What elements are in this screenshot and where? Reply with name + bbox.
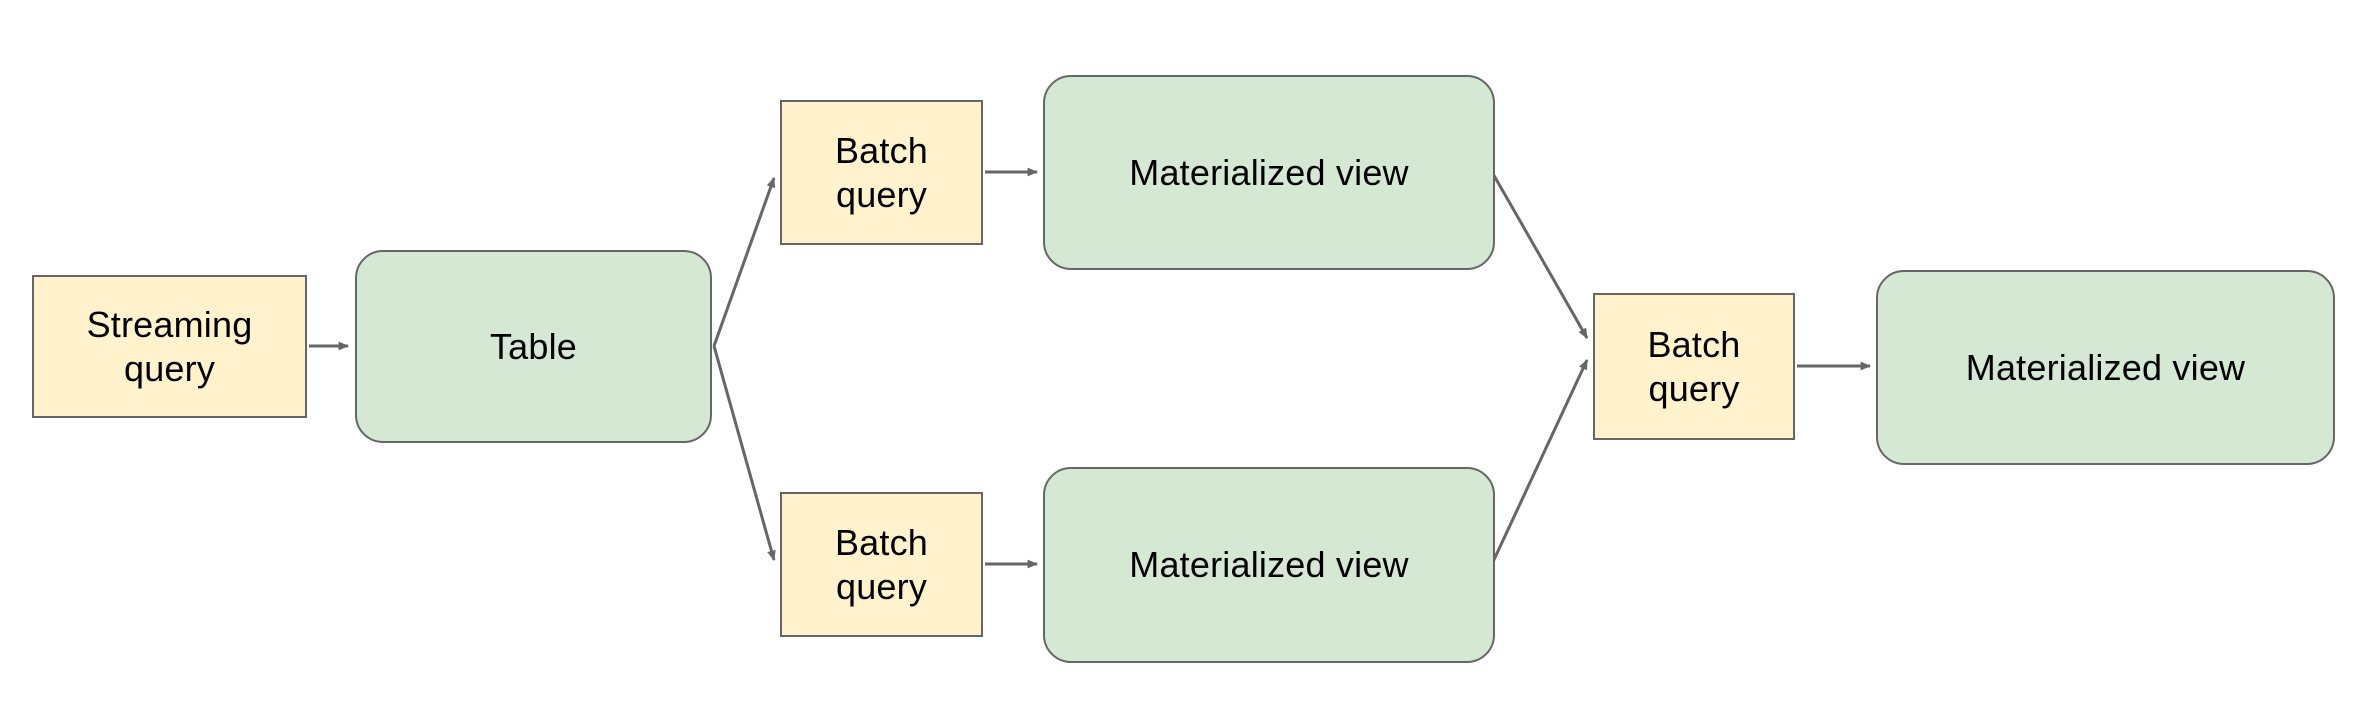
node-materialized-view-bottom[interactable]: Materialized view bbox=[1043, 467, 1495, 663]
node-label-materialized-view-bottom: Materialized view bbox=[1129, 544, 1409, 586]
node-label-materialized-view-top: Materialized view bbox=[1129, 151, 1409, 193]
edge-table-to-batch-bottom bbox=[712, 345, 776, 561]
node-batch-query-bottom[interactable]: Batch query bbox=[780, 492, 983, 637]
node-label-table: Table bbox=[489, 325, 578, 367]
node-label-batch-query-bottom: Batch query bbox=[834, 521, 929, 607]
node-label-batch-query-top: Batch query bbox=[834, 129, 929, 215]
node-materialized-view-top[interactable]: Materialized view bbox=[1043, 75, 1495, 270]
node-label-materialized-view-right: Materialized view bbox=[1965, 346, 2246, 388]
node-batch-query-right[interactable]: Batch query bbox=[1593, 293, 1795, 440]
node-label-batch-query-right: Batch query bbox=[1647, 323, 1741, 409]
edge-table-to-batch-top bbox=[712, 177, 776, 347]
node-streaming-query[interactable]: Streaming query bbox=[32, 275, 307, 418]
edge-mv-bottom-to-batch-right bbox=[1490, 359, 1589, 565]
node-label-streaming-query: Streaming query bbox=[86, 303, 253, 389]
node-table[interactable]: Table bbox=[355, 250, 712, 443]
node-materialized-view-right[interactable]: Materialized view bbox=[1876, 270, 2335, 465]
edge-mv-top-to-batch-right bbox=[1490, 171, 1589, 339]
node-batch-query-top[interactable]: Batch query bbox=[780, 100, 983, 245]
